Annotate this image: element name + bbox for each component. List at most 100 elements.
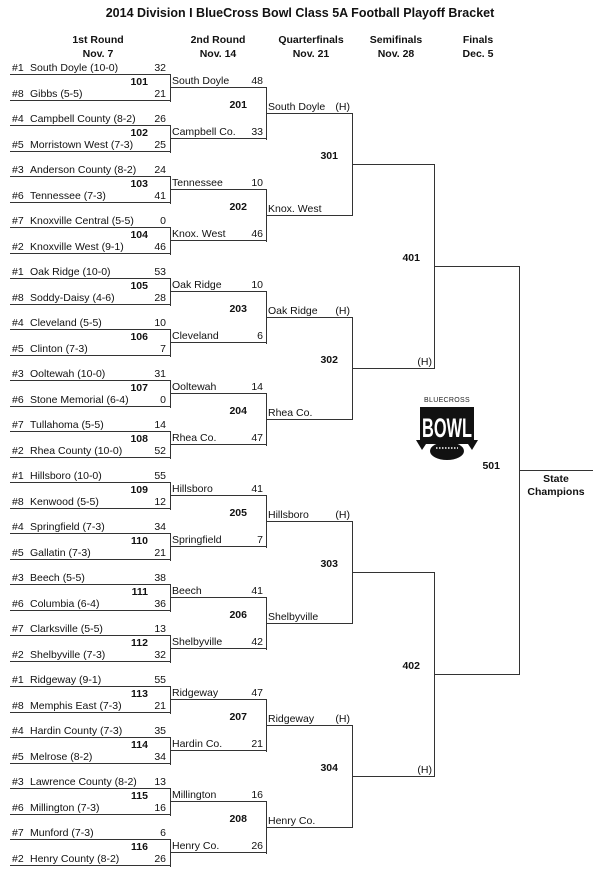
team-seed: #4 [12, 521, 24, 533]
team-name: Hillsboro (10-0) [30, 470, 102, 482]
team-line [170, 495, 266, 496]
game-number: 107 [130, 382, 148, 394]
team-seed: #8 [12, 496, 24, 508]
team-seed: #3 [12, 776, 24, 788]
team-line [10, 839, 170, 840]
team-line [10, 176, 170, 177]
team-name: Knoxville West (9-1) [30, 241, 124, 253]
team-score: 31 [154, 368, 166, 380]
game-number: 205 [229, 506, 247, 519]
team-name: Stone Memorial (6-4) [30, 394, 129, 406]
game-number: 302 [320, 353, 338, 366]
team-seed: #1 [12, 266, 24, 278]
team-score: 33 [251, 126, 263, 138]
team-score: 46 [251, 228, 263, 240]
game-number: 108 [130, 433, 148, 445]
team-line [170, 393, 266, 394]
team-line [266, 214, 352, 216]
team-line [10, 457, 170, 458]
team-score: 28 [154, 292, 166, 304]
team-line [170, 138, 266, 139]
game-number: 111 [131, 586, 148, 598]
round-date: Nov. 14 [199, 48, 237, 60]
team-name: Beech [172, 585, 202, 597]
home-indicator: (H) [335, 712, 350, 725]
team-line [10, 712, 170, 713]
team-seed: #3 [12, 572, 24, 584]
team-line [10, 737, 170, 738]
team-name: Knox. West [268, 202, 322, 215]
team-seed: #5 [12, 751, 24, 763]
team-score: 10 [154, 317, 166, 329]
team-score: 35 [154, 725, 166, 737]
team-line [170, 597, 266, 598]
team-seed: #2 [12, 649, 24, 661]
team-seed: #5 [12, 547, 24, 559]
team-seed: #1 [12, 674, 24, 686]
game-number: 206 [229, 608, 247, 621]
team-seed: #4 [12, 113, 24, 125]
team-score: 24 [154, 164, 166, 176]
round-name: 2nd Round [190, 34, 246, 46]
team-line [10, 686, 170, 687]
game-number: 115 [131, 790, 148, 802]
team-name: South Doyle (10-0) [30, 62, 119, 74]
team-seed: #8 [12, 700, 24, 712]
team-line [266, 724, 352, 726]
team-line [10, 610, 170, 611]
team-name: Millington (7-3) [30, 802, 100, 814]
team-score: 25 [154, 139, 166, 151]
team-line [10, 380, 170, 381]
team-score: 12 [154, 496, 166, 508]
team-line [266, 112, 352, 114]
team-score: 53 [154, 266, 166, 278]
team-line [434, 265, 519, 267]
team-score: 26 [251, 840, 263, 852]
team-score: 48 [251, 75, 263, 87]
bracket-title: 2014 Division I BlueCross Bowl Class 5A … [105, 6, 495, 20]
game-number: 402 [402, 659, 420, 672]
team-seed: #6 [12, 190, 24, 202]
team-score: 41 [251, 585, 263, 597]
team-score: 0 [160, 215, 166, 227]
game-number: 106 [130, 331, 148, 343]
game-number: 301 [320, 149, 338, 162]
round-date: Nov. 7 [82, 48, 114, 60]
team-name: Henry Co. [172, 840, 220, 852]
team-seed: #5 [12, 343, 24, 355]
team-score: 42 [251, 636, 263, 648]
team-name: Cleveland (5-5) [30, 317, 102, 329]
team-line [10, 431, 170, 432]
game-number: 304 [320, 761, 338, 774]
team-seed: #1 [12, 62, 24, 74]
team-score: 13 [154, 623, 166, 635]
team-line [352, 163, 434, 165]
team-name: Shelbyville (7-3) [30, 649, 106, 661]
team-line [10, 788, 170, 789]
team-line [10, 559, 170, 560]
team-name: Anderson County (8-2) [30, 164, 137, 176]
team-name: Soddy-Daisy (4-6) [30, 292, 115, 304]
team-line [352, 571, 434, 573]
team-seed: #6 [12, 598, 24, 610]
game-number: 113 [131, 688, 148, 700]
team-name: Ridgeway [172, 687, 219, 699]
team-name: South Doyle [268, 100, 326, 113]
game-number: 101 [130, 76, 148, 88]
team-score: 34 [154, 521, 166, 533]
team-name: Hardin County (7-3) [30, 725, 123, 737]
team-name: Knoxville Central (5-5) [30, 215, 134, 227]
team-seed: #7 [12, 827, 24, 839]
team-line [170, 342, 266, 343]
game-number: 207 [229, 710, 247, 723]
team-line [170, 189, 266, 190]
team-seed: #8 [12, 292, 24, 304]
team-score: 16 [154, 802, 166, 814]
team-name: Melrose (8-2) [30, 751, 93, 763]
team-line [170, 240, 266, 241]
team-name: Ridgeway (9-1) [30, 674, 102, 686]
team-score: 14 [251, 381, 263, 393]
team-line [10, 661, 170, 662]
